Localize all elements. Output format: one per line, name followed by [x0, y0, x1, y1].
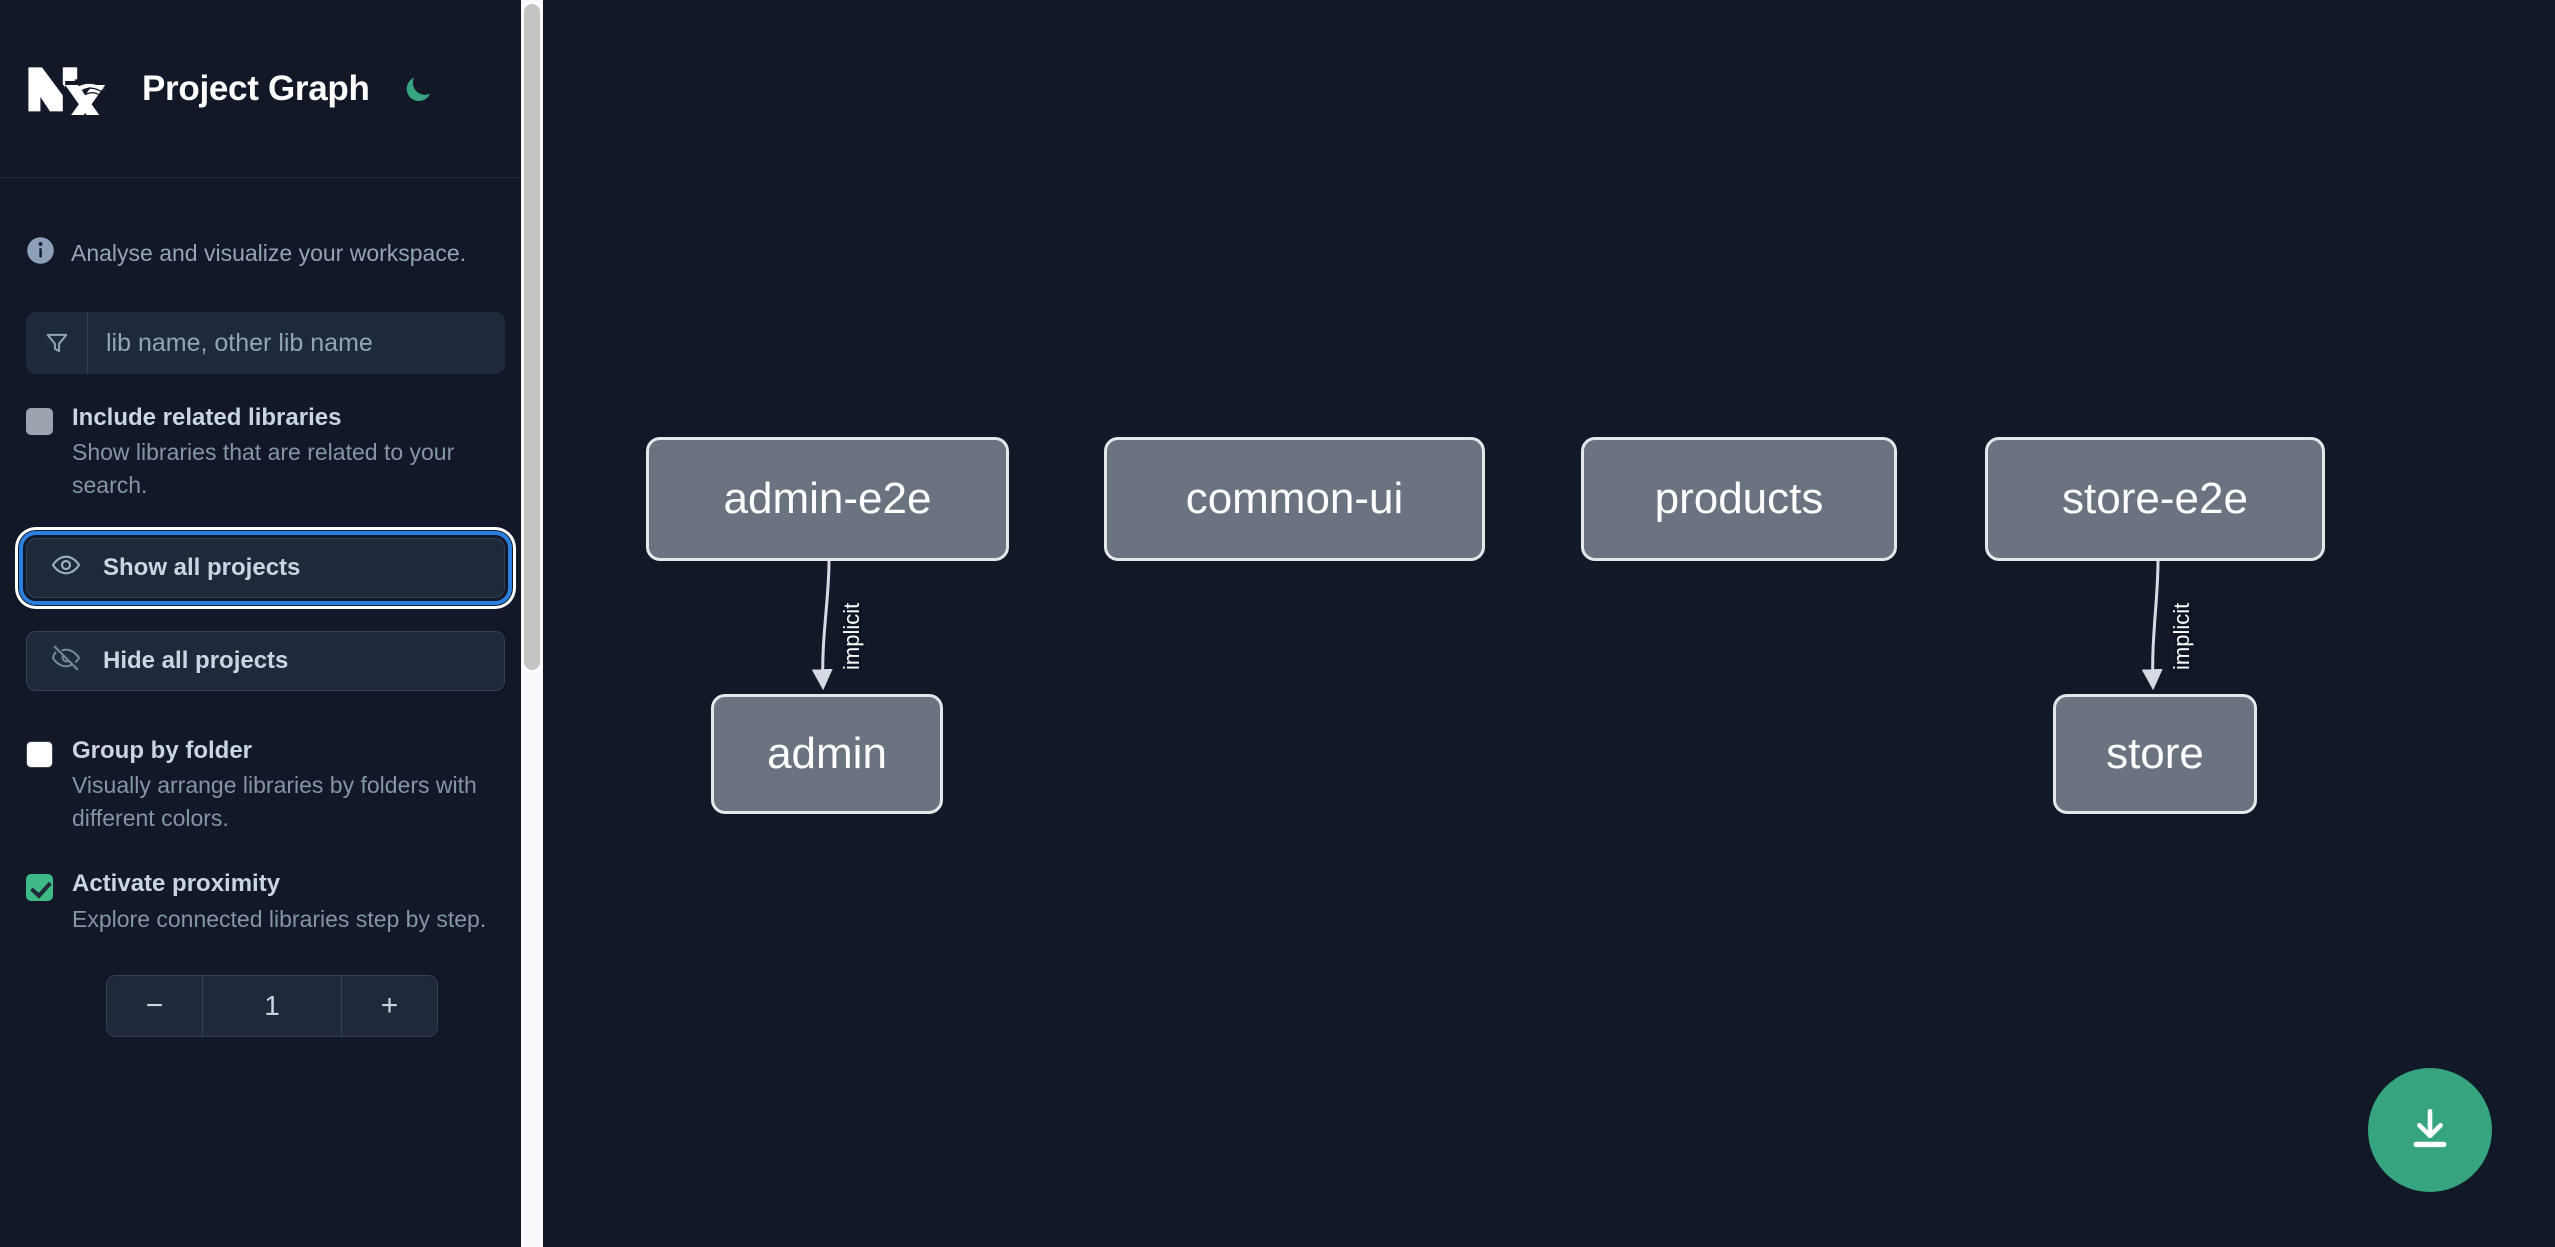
graph-node-common-ui[interactable]: common-ui [1104, 437, 1485, 561]
download-icon [2405, 1104, 2455, 1157]
eye-off-icon [51, 643, 81, 678]
edge-label-store-e2e-to-store: implicit [2169, 602, 2194, 670]
proximity-value[interactable]: 1 [203, 976, 341, 1037]
include-related-libraries-label: Include related libraries [72, 404, 342, 431]
hide-all-projects-button[interactable]: Hide all projects [26, 630, 505, 691]
nx-logo-icon [26, 63, 122, 123]
activate-proximity-sublabel: Explore connected libraries step by step… [72, 905, 487, 932]
activate-proximity-checkbox[interactable] [26, 874, 53, 902]
page-title: Project Graph [142, 68, 370, 108]
include-related-libraries-checkbox[interactable] [26, 408, 53, 435]
proximity-stepper[interactable]: − 1 + [106, 975, 438, 1038]
graph-canvas[interactable]: implicit implicit admin-e2e common-ui pr… [553, 0, 2555, 1247]
sidebar-right-edge [543, 0, 553, 1247]
funnel-icon [26, 312, 88, 374]
group-by-folder-checkbox[interactable] [26, 740, 53, 768]
include-related-libraries-sublabel: Show libraries that are related to your … [72, 439, 455, 499]
graph-node-store[interactable]: store [2053, 694, 2257, 814]
edge-label-admin-e2e-to-admin: implicit [839, 602, 864, 670]
option-include-related-libraries[interactable]: Include related libraries Show libraries… [0, 402, 531, 502]
sidebar: Project Graph Analyse and visualize yo [0, 0, 553, 1247]
workspace-description: Analyse and visualize your workspace. [0, 178, 531, 286]
proximity-stepper-wrapper: − 1 + [0, 975, 531, 1038]
sidebar-scrollbar[interactable] [521, 0, 543, 1247]
show-all-projects-label: Show all projects [103, 553, 301, 581]
sidebar-scrollbar-thumb[interactable] [524, 4, 540, 670]
graph-node-store-e2e[interactable]: store-e2e [1985, 437, 2325, 561]
group-by-folder-label: Group by folder [72, 736, 252, 764]
group-by-folder-sublabel: Visually arrange libraries by folders wi… [72, 772, 477, 831]
moon-icon[interactable] [400, 71, 436, 107]
show-all-projects-button[interactable]: Show all projects [19, 530, 512, 605]
proximity-decrement-button[interactable]: − [107, 976, 203, 1037]
info-icon [26, 236, 55, 270]
graph-node-admin[interactable]: admin [711, 694, 943, 814]
activate-proximity-label: Activate proximity [72, 870, 281, 898]
filter-input-wrapper[interactable] [26, 312, 505, 374]
proximity-increment-button[interactable]: + [341, 976, 437, 1037]
project-visibility-buttons: Show all projects Hide all projects [0, 530, 531, 691]
search-input[interactable] [88, 312, 505, 374]
sidebar-header: Project Graph [0, 0, 531, 178]
workspace-description-text: Analyse and visualize your workspace. [71, 239, 467, 266]
option-activate-proximity[interactable]: Activate proximity Explore connected lib… [0, 868, 531, 935]
option-group-by-folder[interactable]: Group by folder Visually arrange librari… [0, 735, 531, 835]
graph-node-products[interactable]: products [1581, 437, 1897, 561]
eye-icon [51, 550, 81, 585]
graph-node-admin-e2e[interactable]: admin-e2e [646, 437, 1009, 561]
hide-all-projects-label: Hide all projects [103, 646, 289, 674]
download-graph-button[interactable] [2368, 1068, 2492, 1192]
